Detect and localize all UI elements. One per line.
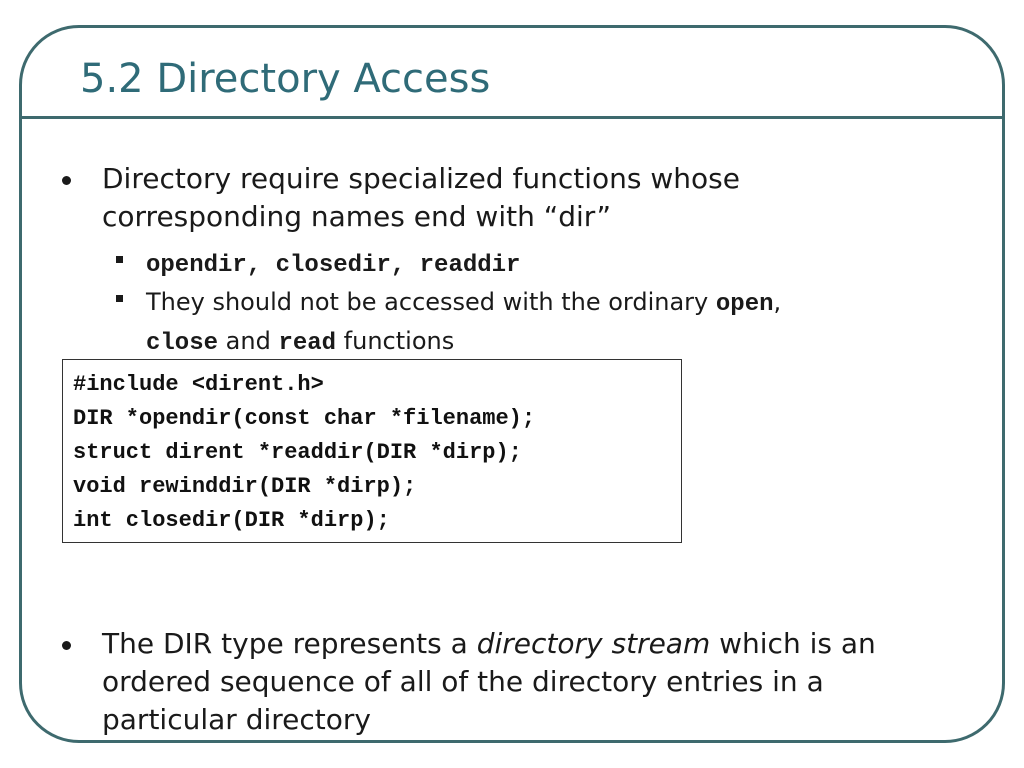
sub-text-and: and: [218, 327, 279, 355]
code-line: int closedir(DIR *dirp);: [73, 508, 390, 533]
slide-title: 5.2 Directory Access: [80, 56, 491, 102]
emphasis-text: directory stream: [476, 627, 711, 660]
title-divider: [19, 116, 1005, 119]
sub-text-comma: ,: [773, 288, 782, 316]
code-open: open: [715, 291, 774, 318]
bullet-text: The DIR type represents a directory stre…: [102, 625, 962, 739]
code-line: #include <dirent.h>: [73, 372, 324, 397]
code-read: read: [278, 330, 337, 357]
code-block: #include <dirent.h> DIR *opendir(const c…: [62, 359, 682, 543]
sub-bullet-square: [116, 295, 123, 302]
bullet-text-part: The DIR type represents a: [102, 627, 477, 660]
code-line: void rewinddir(DIR *dirp);: [73, 474, 417, 499]
slide-frame: [19, 25, 1005, 743]
sub-text: They should not be accessed with the ord…: [146, 288, 716, 316]
sub-bullet-square: [116, 256, 123, 263]
function-names: opendir, closedir, readdir: [146, 252, 521, 279]
bullet-text-part: which is an: [710, 627, 876, 660]
bullet-dot: [62, 176, 71, 185]
bullet-text-line: particular directory: [102, 703, 371, 736]
sub-text-end: functions: [336, 327, 455, 355]
bullet-text-line: ordered sequence of all of the directory…: [102, 665, 824, 698]
bullet-text-line: Directory require specialized functions …: [102, 162, 740, 195]
code-line: DIR *opendir(const char *filename);: [73, 406, 536, 431]
bullet-text-line: corresponding names end with “dir”: [102, 200, 611, 233]
bullet-text: Directory require specialized functions …: [102, 160, 962, 236]
sub-bullet-text: opendir, closedir, readdir: [146, 245, 520, 284]
code-close: close: [146, 330, 219, 357]
sub-bullet-text: They should not be accessed with the ord…: [146, 284, 781, 362]
code-line: struct dirent *readdir(DIR *dirp);: [73, 440, 522, 465]
bullet-dot: [62, 641, 71, 650]
